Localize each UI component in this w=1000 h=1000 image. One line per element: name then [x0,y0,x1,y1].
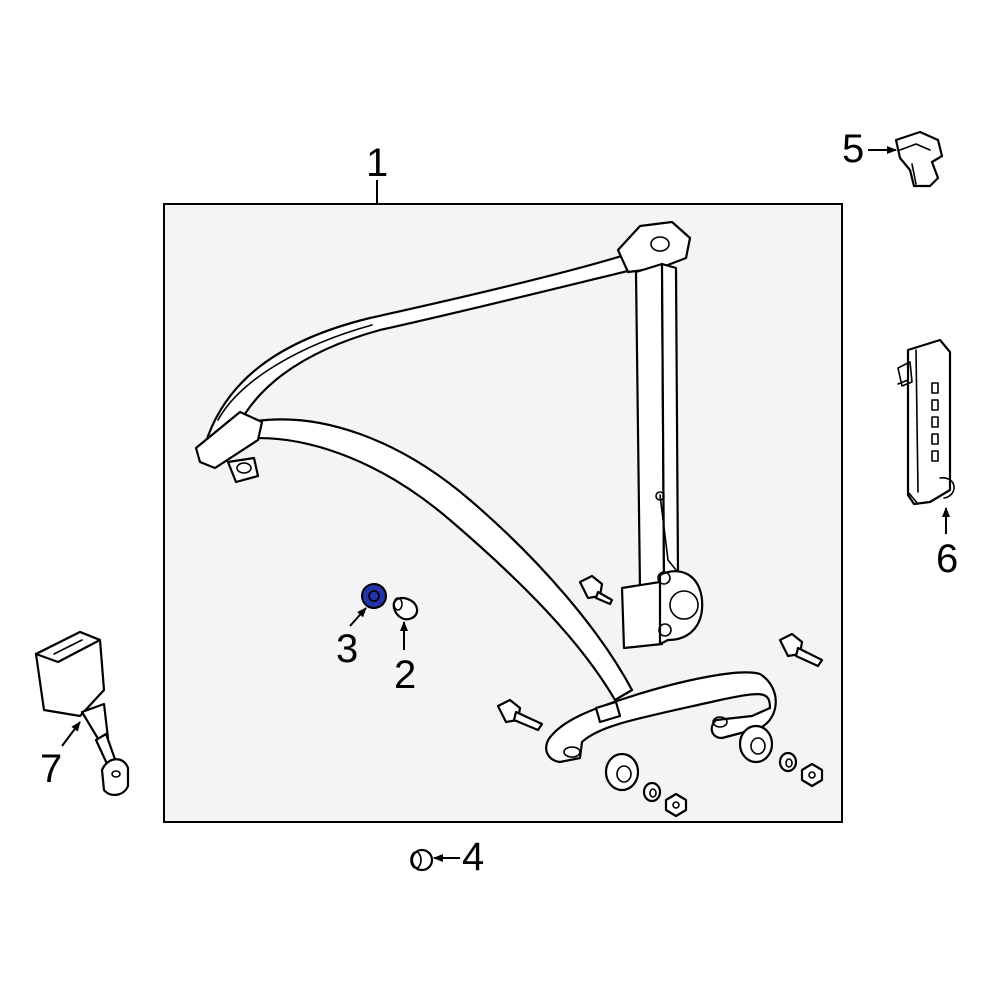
callout-4: 4 [462,835,484,879]
bolt-upper [578,574,614,606]
d-ring-guide [194,410,264,470]
washer-nut-set-right [738,724,824,788]
part-5-clip[interactable] [894,130,944,188]
callout-1: 1 [366,141,388,185]
bolt-left [496,698,544,732]
washer-nut-set-left [604,752,688,818]
part-4-plug[interactable] [410,848,434,872]
callout-3-arrow [349,607,367,627]
callout-3: 3 [336,627,358,671]
belt-webbing [194,253,642,702]
retractor-assembly [616,220,704,650]
part-2-cap[interactable] [392,597,419,621]
callout-7: 7 [40,747,62,791]
callout-7-arrow [61,721,81,747]
part-3-nut-highlighted[interactable] [361,583,387,609]
bolt-right [778,632,824,668]
callout-5: 5 [842,127,864,171]
lower-anchor-bar [545,671,777,764]
part-7-seat-belt-buckle[interactable] [34,630,130,796]
callout-6: 6 [936,537,958,581]
part-6-height-adjuster[interactable] [897,338,955,506]
callout-2: 2 [394,653,416,697]
